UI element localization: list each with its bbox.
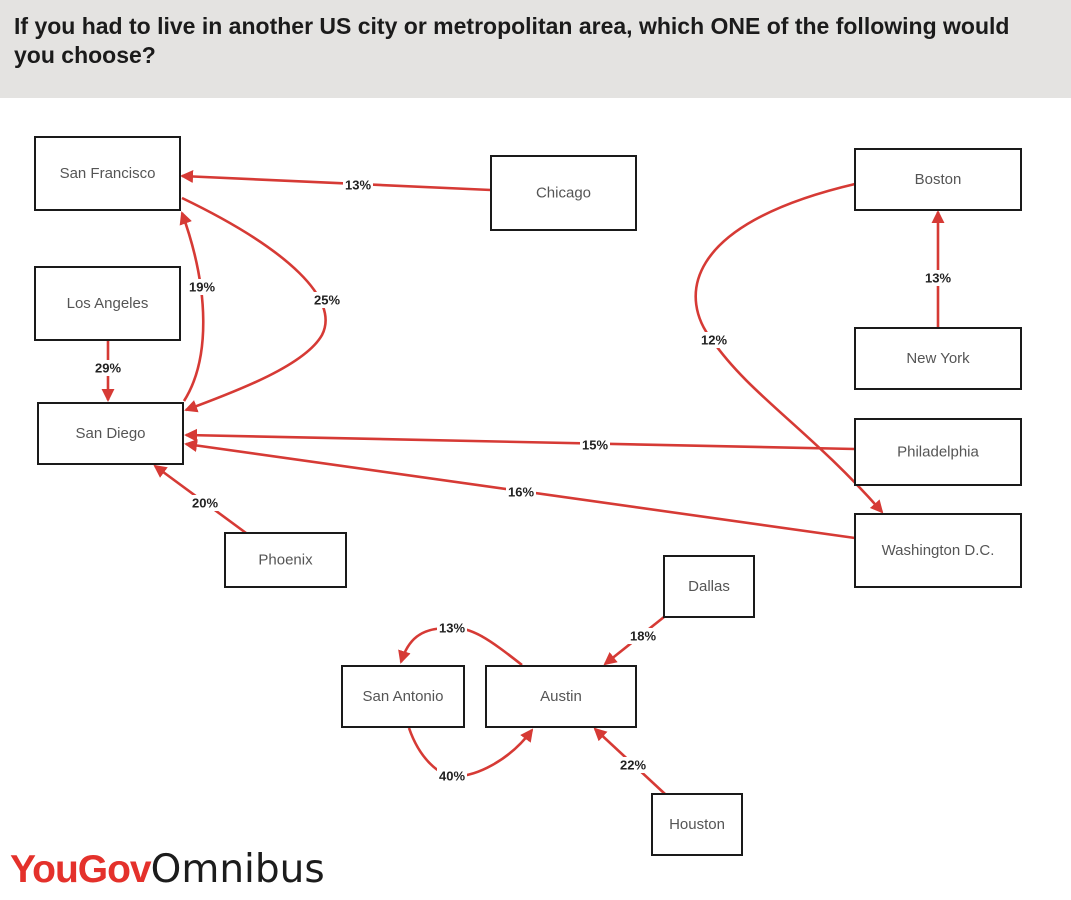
edge-washington-dc-to-san-diego: 16% bbox=[184, 439, 856, 540]
edge-label-background bbox=[437, 620, 467, 636]
city-label: Phoenix bbox=[258, 552, 313, 569]
city-box bbox=[224, 532, 347, 588]
city-box bbox=[34, 136, 181, 211]
edge-percentage-label: 16% bbox=[508, 485, 534, 500]
edge-percentage-label: 15% bbox=[582, 438, 608, 453]
city-node-washington-dc: Washington D.C. bbox=[854, 513, 1022, 588]
edge-label-background bbox=[312, 292, 342, 308]
city-box bbox=[854, 327, 1022, 390]
edge-percentage-label: 19% bbox=[189, 280, 215, 295]
edge-percentage-label: 12% bbox=[701, 333, 727, 348]
edge-san-francisco-to-san-diego: 25% bbox=[181, 196, 342, 413]
city-box bbox=[854, 148, 1022, 211]
city-label: New York bbox=[906, 350, 970, 367]
edge-label-background bbox=[343, 177, 373, 193]
edge-arrow bbox=[407, 727, 534, 778]
city-label: San Diego bbox=[75, 425, 145, 442]
city-node-san-francisco: San Francisco bbox=[34, 136, 181, 211]
edge-dallas-to-austin: 18% bbox=[603, 615, 665, 666]
edge-label-background bbox=[618, 757, 648, 773]
edge-boston-to-washington-dc: 12% bbox=[694, 182, 884, 514]
city-label: Houston bbox=[669, 816, 725, 833]
city-box bbox=[490, 155, 637, 231]
city-node-boston: Boston bbox=[854, 148, 1022, 211]
edge-label-background bbox=[187, 279, 217, 295]
page-title: If you had to live in another US city or… bbox=[14, 13, 1010, 68]
edge-houston-to-austin: 22% bbox=[593, 727, 666, 795]
edge-percentage-label: 20% bbox=[192, 496, 218, 511]
edge-label-background bbox=[437, 768, 467, 784]
city-node-austin: Austin bbox=[485, 665, 637, 728]
city-box bbox=[485, 665, 637, 728]
edge-label-background bbox=[93, 360, 123, 376]
city-box bbox=[34, 266, 181, 341]
edge-arrow bbox=[179, 211, 205, 402]
edge-san-antonio-to-austin: 40% bbox=[407, 727, 534, 784]
edge-percentage-label: 40% bbox=[439, 769, 465, 784]
edge-chicago-to-san-francisco: 13% bbox=[180, 170, 492, 193]
edge-percentage-label: 13% bbox=[345, 178, 371, 193]
city-label: Chicago bbox=[536, 185, 591, 202]
edge-san-diego-to-san-francisco: 19% bbox=[179, 211, 217, 402]
edge-arrow bbox=[180, 170, 492, 192]
city-box bbox=[37, 402, 184, 465]
edge-percentage-label: 13% bbox=[439, 621, 465, 636]
city-node-phoenix: Phoenix bbox=[224, 532, 347, 588]
edge-los-angeles-to-san-diego: 29% bbox=[93, 341, 123, 402]
header-fold-decoration bbox=[0, 86, 1071, 97]
edge-label-background bbox=[580, 437, 610, 453]
city-label: Boston bbox=[915, 171, 962, 188]
logo-brand: YouGov bbox=[10, 848, 152, 891]
logo-product: Omnibus bbox=[150, 847, 325, 892]
city-node-los-angeles: Los Angeles bbox=[34, 266, 181, 341]
edge-label-background bbox=[923, 270, 953, 286]
city-label: Los Angeles bbox=[67, 295, 149, 312]
city-node-new-york: New York bbox=[854, 327, 1022, 390]
edge-label-background bbox=[506, 484, 536, 500]
city-box bbox=[341, 665, 465, 728]
city-node-chicago: Chicago bbox=[490, 155, 637, 231]
edge-arrow bbox=[181, 196, 327, 413]
city-node-san-antonio: San Antonio bbox=[341, 665, 465, 728]
edge-percentage-label: 13% bbox=[925, 271, 951, 286]
header-bar: If you had to live in another US city or… bbox=[0, 0, 1071, 98]
edge-label-background bbox=[628, 628, 658, 644]
edge-percentage-label: 25% bbox=[314, 293, 340, 308]
city-label: San Antonio bbox=[363, 688, 444, 705]
edge-label-background bbox=[699, 332, 729, 348]
city-box bbox=[663, 555, 755, 618]
city-label: Philadelphia bbox=[897, 444, 979, 461]
city-box bbox=[854, 418, 1022, 486]
edge-austin-to-san-antonio: 13% bbox=[398, 620, 523, 667]
edge-label-background bbox=[190, 495, 220, 511]
city-node-san-diego: San Diego bbox=[37, 402, 184, 465]
city-node-philadelphia: Philadelphia bbox=[854, 418, 1022, 486]
city-label: Dallas bbox=[688, 578, 730, 595]
edge-percentage-label: 18% bbox=[630, 629, 656, 644]
edge-percentage-label: 29% bbox=[95, 361, 121, 376]
edge-phoenix-to-san-diego: 20% bbox=[153, 464, 247, 535]
edges-layer: 13% 19% 25% 29% 20% 15% 16% 13% 12% 18% 13% 40% 22% bbox=[93, 170, 953, 795]
city-node-dallas: Dallas bbox=[663, 555, 755, 618]
edge-arrow bbox=[184, 428, 856, 451]
yougov-omnibus-logo: YouGovOmnibus bbox=[10, 846, 325, 894]
city-box bbox=[854, 513, 1022, 588]
edge-percentage-label: 22% bbox=[620, 758, 646, 773]
edge-philadelphia-to-san-diego: 15% bbox=[184, 428, 856, 453]
city-label: Austin bbox=[540, 688, 582, 705]
city-box bbox=[651, 793, 743, 856]
city-label: San Francisco bbox=[60, 165, 156, 182]
city-label: Washington D.C. bbox=[882, 542, 995, 559]
edge-new-york-to-boston: 13% bbox=[923, 210, 953, 327]
city-node-houston: Houston bbox=[651, 793, 743, 856]
